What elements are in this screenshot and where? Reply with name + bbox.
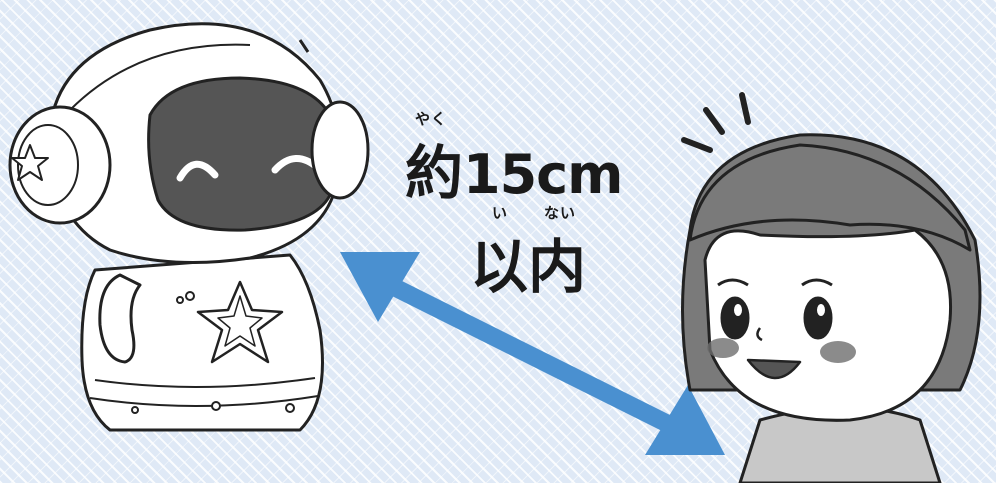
distance-line: 約15cm <box>405 126 623 210</box>
distance-value: 15cm <box>463 143 623 206</box>
robot-left-arm <box>98 273 142 364</box>
within-text: 以内 <box>470 233 587 301</box>
within-ruby-1: い <box>492 204 509 222</box>
double-headed-arrow <box>340 252 725 455</box>
girl-left-eye <box>720 296 750 340</box>
arrow-head-right <box>645 385 725 455</box>
within-ruby-2: ない <box>544 204 577 222</box>
robot-body <box>80 253 324 432</box>
excitement-lines <box>681 92 751 153</box>
robot-character <box>8 22 370 432</box>
distance-ruby: やく <box>415 110 448 128</box>
arrow-head-left <box>340 252 420 322</box>
robot-left-eye <box>176 160 219 182</box>
girl-character <box>681 92 982 483</box>
robot-headphone-star-icon <box>11 144 49 181</box>
robot-visor <box>147 76 337 232</box>
girl-left-cheek <box>707 338 739 358</box>
girl-right-eye <box>803 296 833 340</box>
girl-right-cheek <box>820 341 856 363</box>
distance-kanji: 約 <box>405 139 464 207</box>
robot-right-headphone <box>310 100 370 200</box>
girl-mouth <box>746 358 802 380</box>
